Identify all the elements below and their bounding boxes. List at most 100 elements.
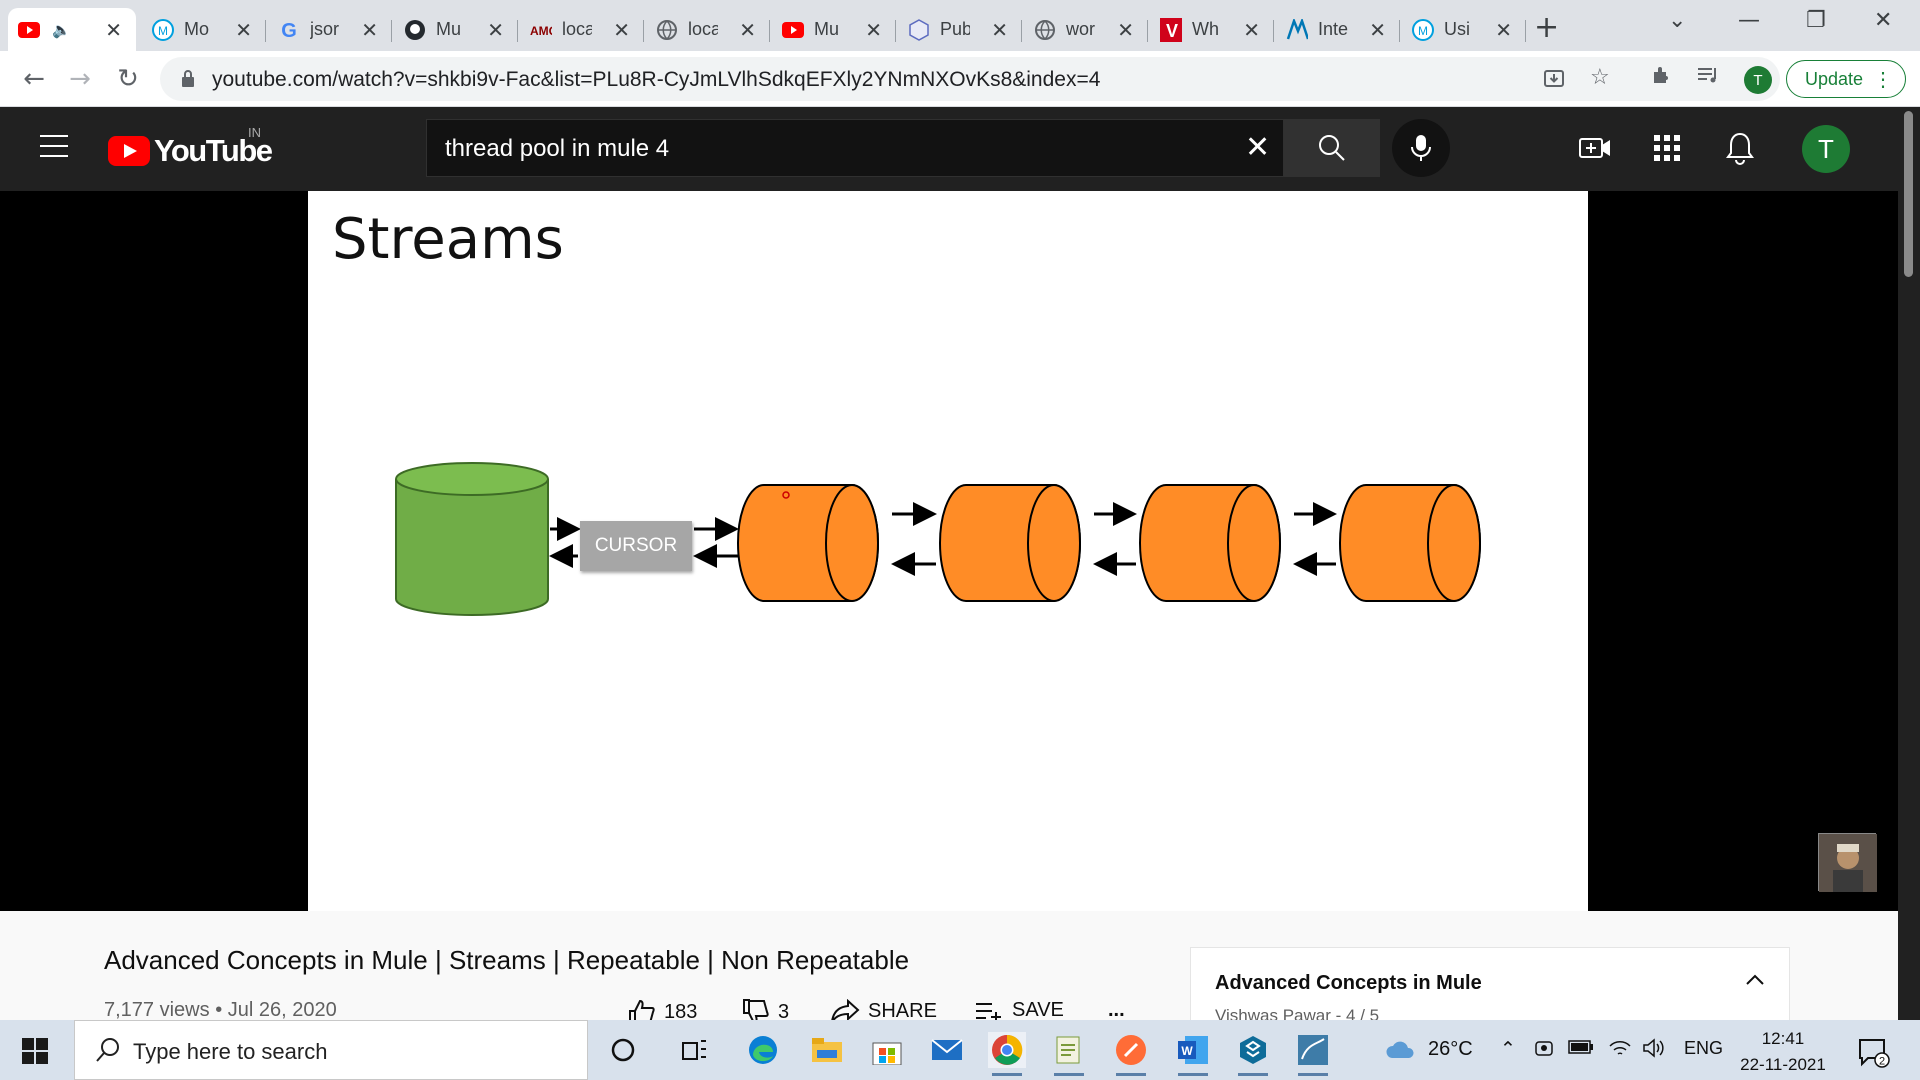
tab-4[interactable]: Mu ✕	[394, 8, 518, 51]
buffer-cylinder-4	[1339, 484, 1481, 602]
tab-2[interactable]: M Mo ✕	[142, 8, 266, 51]
tab-close-icon[interactable]: ✕	[865, 18, 882, 42]
tab-close-icon[interactable]: ✕	[991, 18, 1008, 42]
more-actions-icon[interactable]: ...	[1108, 999, 1125, 1021]
menu-hamburger-icon[interactable]	[40, 135, 68, 165]
file-explorer-icon[interactable]	[808, 1032, 846, 1068]
scrollbar-thumb[interactable]	[1904, 111, 1913, 277]
weather-cloud-icon[interactable]	[1384, 1036, 1416, 1068]
mysql-workbench-icon[interactable]	[1294, 1032, 1332, 1076]
tab-youtube-active[interactable]: 🔈 ✕	[8, 8, 136, 51]
close-window-icon[interactable]: ✕	[1874, 8, 1893, 33]
windows-start-icon[interactable]	[22, 1038, 48, 1069]
taskbar-search-box[interactable]: Type here to search	[74, 1020, 588, 1080]
tab-6[interactable]: loca ✕	[646, 8, 770, 51]
tab-close-icon[interactable]: ✕	[361, 18, 378, 42]
url-text[interactable]: youtube.com/watch?v=shkbi9v-Fac&list=PLu…	[212, 68, 1101, 91]
word-icon[interactable]: W	[1174, 1032, 1212, 1076]
video-player[interactable]: Streams	[0, 191, 1898, 911]
notification-center-icon[interactable]: 2	[1856, 1034, 1890, 1073]
notifications-bell-icon[interactable]	[1726, 131, 1754, 170]
like-button[interactable]: 183	[628, 999, 697, 1025]
clear-search-icon[interactable]: ✕	[1245, 130, 1271, 165]
tab-close-icon[interactable]: ✕	[613, 18, 630, 42]
tab-3[interactable]: G jsor ✕	[268, 8, 392, 51]
page-scrollbar[interactable]	[1898, 107, 1920, 1020]
back-arrow-icon[interactable]: ←	[23, 64, 45, 94]
bookmark-star-icon[interactable]: ☆	[1590, 65, 1610, 90]
tab-5[interactable]: AMQ loca ✕	[520, 8, 644, 51]
mail-icon[interactable]	[928, 1032, 966, 1068]
battery-icon[interactable]	[1568, 1038, 1594, 1060]
tab-11[interactable]: Inte ✕	[1276, 8, 1400, 51]
voice-search-button[interactable]	[1392, 119, 1450, 177]
address-bar[interactable]: youtube.com/watch?v=shkbi9v-Fac&list=PLu…	[160, 57, 1780, 101]
tab-close-icon[interactable]: ✕	[487, 18, 504, 42]
tab-close-icon[interactable]: ✕	[1495, 18, 1512, 42]
globe-icon	[656, 19, 678, 41]
media-queue-icon[interactable]	[1696, 63, 1720, 93]
tab-9[interactable]: wor ✕	[1024, 8, 1148, 51]
cortana-icon[interactable]	[604, 1032, 642, 1068]
tab-close-icon[interactable]: ✕	[739, 18, 756, 42]
tab-close-icon[interactable]: ✕	[1117, 18, 1134, 42]
search-icon	[95, 1037, 121, 1068]
tab-close-icon[interactable]: ✕	[1243, 18, 1260, 42]
buffer-cylinder-3	[1139, 484, 1281, 602]
collapse-chevron-up-icon[interactable]	[1743, 968, 1767, 997]
volume-icon[interactable]	[1642, 1038, 1666, 1064]
anypoint-studio-icon[interactable]	[1234, 1032, 1272, 1076]
microsoft-store-icon[interactable]	[868, 1032, 906, 1068]
edge-browser-icon[interactable]	[744, 1032, 782, 1068]
buffer-cylinder-2	[939, 484, 1081, 602]
tab-title: Mu	[814, 19, 840, 39]
playlist-title: Advanced Concepts in Mule	[1215, 972, 1482, 994]
search-input[interactable]: thread pool in mule 4 ✕	[426, 119, 1284, 177]
temperature-text[interactable]: 26°C	[1428, 1038, 1473, 1060]
tab-close-icon[interactable]: ✕	[235, 18, 252, 42]
user-avatar[interactable]: T	[1802, 125, 1850, 173]
tab-close-icon[interactable]: ✕	[105, 18, 122, 42]
browser-tab-strip: 🔈 ✕ M Mo ✕ G jsor ✕ Mu ✕ AMQ loca ✕ loca…	[0, 0, 1920, 51]
tab-7[interactable]: Mu ✕	[772, 8, 896, 51]
save-button[interactable]: SAVE	[974, 999, 1064, 1022]
playlist-panel[interactable]: Advanced Concepts in Mule Vishwas Pawar …	[1190, 947, 1790, 1027]
minimize-icon[interactable]: —	[1738, 8, 1760, 33]
buffer-arrows-3-4	[1293, 502, 1337, 576]
chrome-browser-icon[interactable]	[988, 1032, 1026, 1076]
tab-close-icon[interactable]: ✕	[1369, 18, 1386, 42]
tab-12[interactable]: M Usi ✕	[1402, 8, 1526, 51]
update-label: Update	[1805, 68, 1864, 89]
apps-grid-icon[interactable]	[1654, 135, 1680, 166]
tray-expand-chevron-icon[interactable]: ⌃	[1500, 1039, 1516, 1060]
notepad-plus-icon[interactable]	[1050, 1032, 1088, 1076]
browser-profile-avatar[interactable]: T	[1744, 66, 1772, 94]
youtube-logo[interactable]: YouTube	[108, 133, 273, 169]
meet-now-icon[interactable]	[1534, 1038, 1554, 1064]
browser-menu-icon[interactable]: ⋮	[1873, 69, 1893, 91]
tab-search-chevron-icon[interactable]: ⌄	[1668, 8, 1687, 33]
mulesoft-icon: M	[152, 18, 174, 41]
video-frame-slide: Streams	[308, 191, 1588, 911]
install-app-icon[interactable]	[1542, 67, 1566, 96]
forward-arrow-icon[interactable]: →	[69, 64, 91, 94]
extensions-puzzle-icon[interactable]	[1650, 63, 1674, 93]
language-indicator[interactable]: ENG	[1684, 1038, 1724, 1058]
search-button[interactable]	[1284, 119, 1380, 177]
postman-icon[interactable]	[1112, 1032, 1150, 1076]
system-clock[interactable]: 12:41 22-11-2021	[1728, 1026, 1838, 1078]
search-query[interactable]: thread pool in mule 4	[445, 135, 670, 162]
lock-icon[interactable]	[180, 69, 196, 94]
restore-icon[interactable]: ❐	[1806, 8, 1826, 33]
new-tab-icon[interactable]: +	[1534, 10, 1560, 45]
tab-10[interactable]: V Wh ✕	[1150, 8, 1274, 51]
task-view-icon[interactable]	[676, 1032, 714, 1068]
update-button[interactable]: Update ⋮	[1786, 60, 1906, 98]
tab-8[interactable]: Pub ✕	[898, 8, 1022, 51]
create-video-icon[interactable]	[1578, 133, 1612, 168]
clock-time: 12:41	[1761, 1029, 1805, 1048]
youtube-icon	[782, 19, 804, 41]
speaker-icon[interactable]: 🔈	[52, 20, 71, 39]
reload-icon[interactable]: ↻	[117, 64, 139, 94]
wifi-icon[interactable]	[1608, 1038, 1632, 1064]
